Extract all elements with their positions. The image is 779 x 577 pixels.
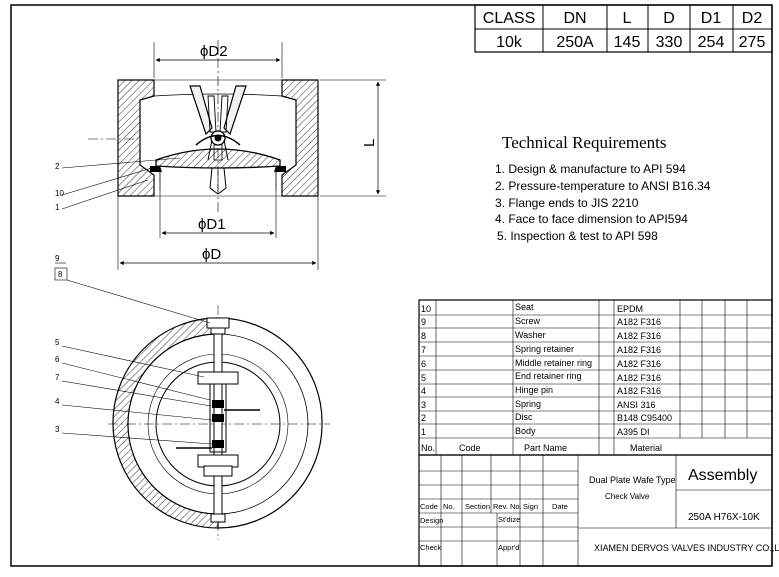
section-view <box>88 40 319 212</box>
part-material: A182 F316 <box>617 317 661 327</box>
spec-value-d: 330 <box>656 34 683 51</box>
technical-requirements: Technical Requirements 1. Design & manuf… <box>495 133 711 243</box>
dimension-d-label: ϕD <box>202 246 221 263</box>
balloon-label: 1 <box>55 203 60 212</box>
part-no: 5 <box>421 373 426 383</box>
dimension-d1-label: ϕD1 <box>198 216 226 233</box>
model-number: 250A H76X-10K <box>688 512 760 523</box>
title-label-design: Design <box>420 516 443 525</box>
sheet-border <box>10 4 773 567</box>
spec-value-d1: 254 <box>698 34 725 51</box>
part-material: A182 F316 <box>617 331 661 341</box>
tech-req-item: 3. Flange ends to JIS 2210 <box>495 196 639 210</box>
part-no: 2 <box>421 413 426 423</box>
title-block: Code No. Section Rev. No. Sign Date Desi… <box>418 454 779 567</box>
parts-header-name: Part Name <box>524 443 567 453</box>
parts-header-no: No. <box>421 443 435 453</box>
spec-header-class: CLASS <box>483 10 535 27</box>
dimension-d1: ϕD1 <box>159 190 277 238</box>
company-name: XIAMEN DERVOS VALVES INDUSTRY CO.,LTD <box>594 543 779 553</box>
spec-header-l: L <box>623 10 632 27</box>
part-no: 1 <box>421 427 426 437</box>
spec-value-l: 145 <box>614 34 641 51</box>
product-name: Dual Plate Wafe Type <box>589 475 676 485</box>
dimension-d: ϕD <box>117 196 319 270</box>
part-material: B148 C95400 <box>617 413 672 423</box>
spec-header-dn: DN <box>563 10 586 27</box>
tech-req-item: 4. Face to face dimension to API594 <box>495 212 688 226</box>
parts-header-code: Code <box>459 443 481 453</box>
spec-header-d1: D1 <box>701 10 722 27</box>
balloon-label: 5 <box>55 338 60 347</box>
part-no: 9 <box>421 317 426 327</box>
title-label-check: Check <box>420 543 442 552</box>
part-name: Disc <box>515 412 533 422</box>
part-name: Hinge pin <box>515 385 553 395</box>
part-no: 4 <box>421 386 426 396</box>
product-subtitle: Check Valve <box>605 492 650 501</box>
part-material: A182 F316 <box>617 359 661 369</box>
dimension-d2-label: ϕD2 <box>200 43 228 60</box>
parts-header-material: Material <box>630 443 662 453</box>
part-material: ANSI 316 <box>617 400 656 410</box>
part-material: A182 F316 <box>617 345 661 355</box>
title-label-date: Date <box>552 502 568 511</box>
title-label-no: No. <box>443 502 455 511</box>
dimension-l-label: L <box>361 139 378 147</box>
title-label-code: Code <box>420 502 438 511</box>
part-name: Screw <box>515 316 541 326</box>
part-name: Middle retainer ring <box>515 358 592 368</box>
part-name: Spring <box>515 399 541 409</box>
parts-list: 10 Seat EPDM 9 Screw A182 F316 8 Washer … <box>418 299 773 456</box>
front-view <box>108 305 330 540</box>
title-label-stdize: St'dize <box>498 515 520 524</box>
part-no: 7 <box>421 345 426 355</box>
balloon-label: 10 <box>55 189 64 198</box>
part-no: 6 <box>421 359 426 369</box>
title-label-apprd: Appr'd <box>498 543 519 552</box>
spec-value-d2: 275 <box>739 34 766 51</box>
balloon-label: 8 <box>58 270 63 279</box>
tech-req-item: 2. Pressure-temperature to ANSI B16.34 <box>495 179 711 193</box>
part-no: 3 <box>421 400 426 410</box>
balloon-label: 4 <box>55 397 60 406</box>
part-name: Washer <box>515 330 546 340</box>
balloon-label: 2 <box>55 162 60 171</box>
part-material: A395 DI <box>617 427 650 437</box>
bottom-balloon-leaders: 9 8 5 6 7 4 3 <box>54 254 213 445</box>
part-name: Body <box>515 426 536 436</box>
part-material: EPDM <box>617 304 643 314</box>
drawing-type: Assembly <box>688 467 757 484</box>
tech-req-title: Technical Requirements <box>502 133 667 152</box>
dimension-d2: ϕD2 <box>153 42 283 78</box>
tech-req-item: 5. Inspection & test to API 598 <box>497 229 658 243</box>
dimension-l: L <box>320 79 386 197</box>
part-name: End retainer ring <box>515 371 582 381</box>
balloon-label: 9 <box>55 254 60 263</box>
part-material: A182 F316 <box>617 386 661 396</box>
spec-value-class: 10k <box>496 34 523 51</box>
tech-req-item: 1. Design & manufacture to API 594 <box>495 162 686 176</box>
balloon-label: 3 <box>55 425 60 434</box>
part-name: Spring retainer <box>515 344 574 354</box>
balloon-label: 7 <box>55 373 60 382</box>
spec-value-dn: 250A <box>556 34 594 51</box>
part-no: 10 <box>421 304 431 314</box>
title-label-sign: Sign <box>523 502 538 511</box>
spec-header-d2: D2 <box>742 10 763 27</box>
part-material: A182 F316 <box>617 373 661 383</box>
part-no: 8 <box>421 331 426 341</box>
top-balloon-leaders: 2 10 1 <box>55 157 181 212</box>
balloon-label: 6 <box>55 355 60 364</box>
part-name: Seat <box>515 302 534 312</box>
spec-table: CLASS DN L D D1 D2 10k 250A 145 330 254 … <box>474 4 773 53</box>
title-label-section: Section <box>465 502 490 511</box>
title-label-rev-no: Rev. No. <box>493 502 522 511</box>
spec-header-d: D <box>663 10 675 27</box>
